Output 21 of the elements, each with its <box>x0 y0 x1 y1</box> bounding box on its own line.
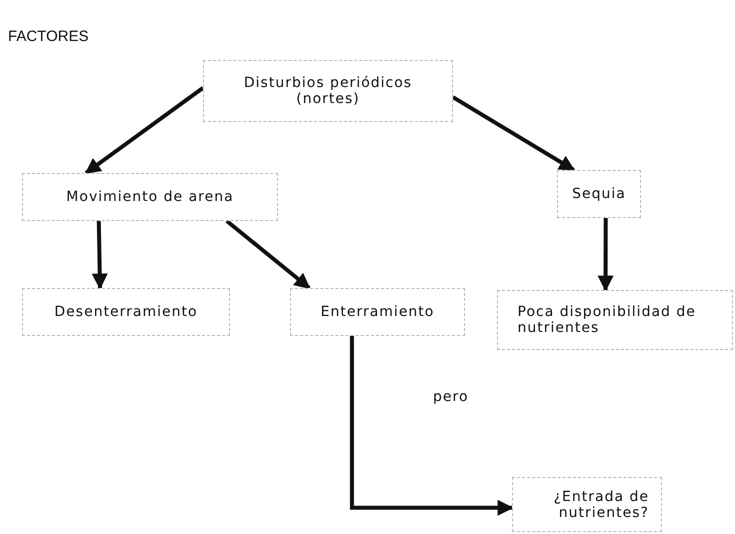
arrow <box>452 95 576 172</box>
text-box <box>22 288 230 336</box>
arrow <box>350 336 514 516</box>
node-label: Sequia <box>572 186 626 202</box>
node-label: ¿Entrada de nutrientes? <box>552 488 649 520</box>
text-box <box>203 60 453 122</box>
text-box <box>22 173 278 221</box>
node-label: Desenterramiento <box>54 304 198 320</box>
arrow <box>226 219 311 290</box>
arrow <box>84 86 204 175</box>
text-box <box>497 290 733 350</box>
node-label: Disturbios periódicos (nortes) <box>242 75 414 107</box>
diagram-title: FACTORES <box>8 28 89 45</box>
text-box <box>557 170 641 218</box>
text-box <box>290 288 465 336</box>
node-label: Enterramiento <box>320 304 434 320</box>
node-label: Poca disponibilidad de nutrientes <box>518 304 697 336</box>
arrow <box>598 218 614 292</box>
node-label: Movimiento de arena <box>66 189 234 205</box>
arrow <box>92 220 108 290</box>
text-box <box>512 477 662 532</box>
